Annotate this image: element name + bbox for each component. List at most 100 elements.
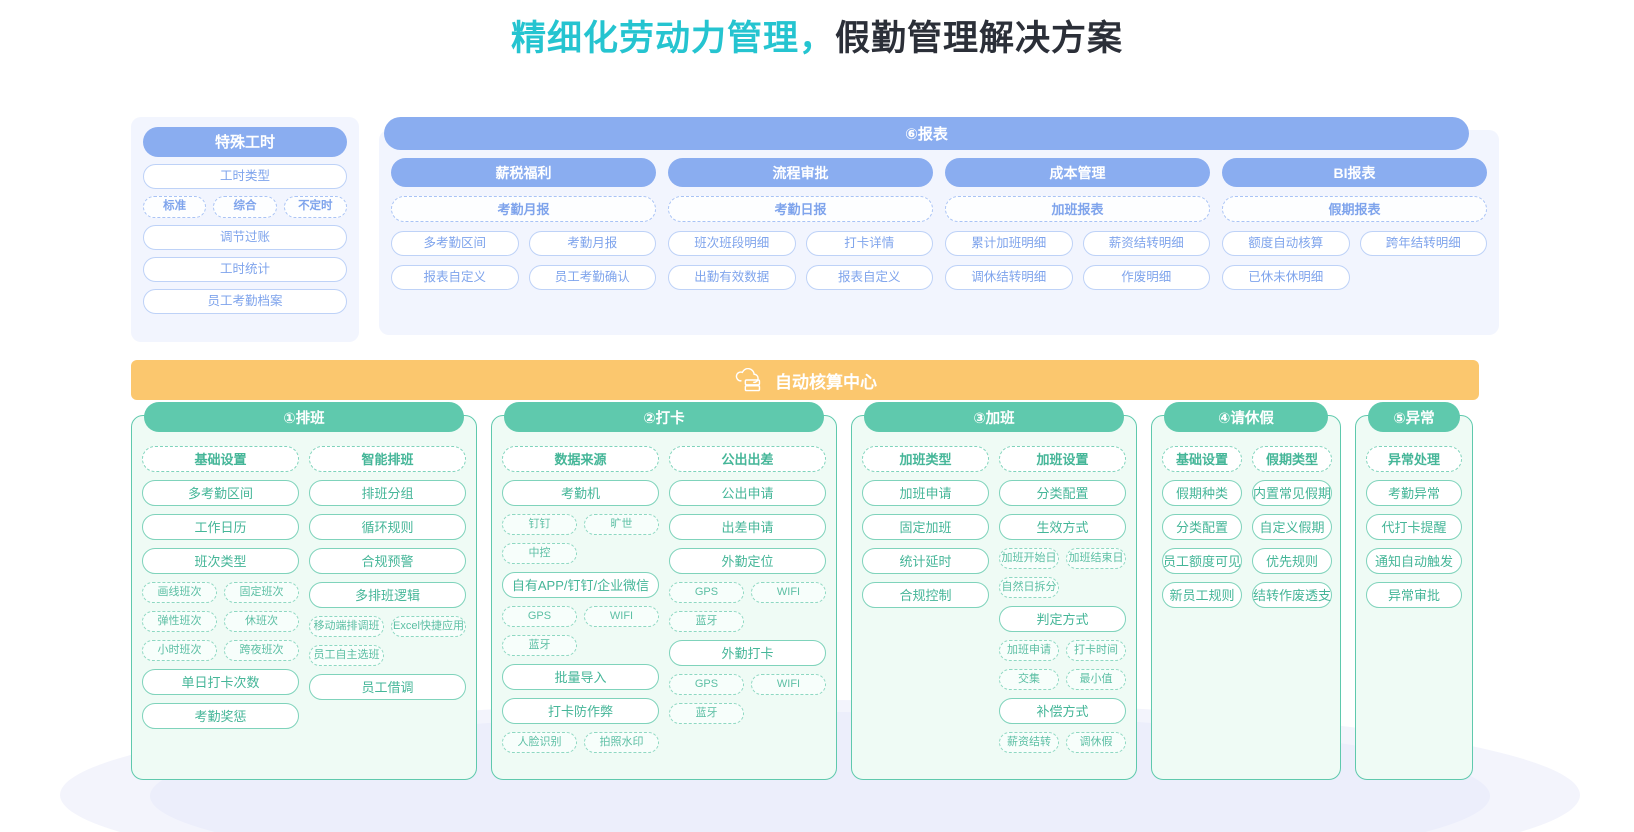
mini-item[interactable]: 薪资结转 <box>999 732 1059 753</box>
item[interactable]: 出差申请 <box>669 514 826 540</box>
item[interactable]: 单日打卡次数 <box>142 669 299 695</box>
item[interactable]: 多考勤区间 <box>142 480 299 506</box>
report-col-sub[interactable]: 加班报表 <box>945 196 1210 222</box>
report-col-head[interactable]: 流程审批 <box>668 158 933 187</box>
item[interactable]: 考勤机 <box>502 480 659 506</box>
group-title[interactable]: 数据来源 <box>502 446 659 472</box>
report-leaf[interactable]: 多考勤区间 <box>391 231 519 256</box>
mini-item[interactable]: 加班结束日 <box>1066 548 1126 569</box>
report-leaf[interactable]: 薪资结转明细 <box>1082 231 1210 256</box>
mini-item[interactable]: GPS <box>669 582 744 603</box>
item[interactable]: 加班申请 <box>862 480 989 506</box>
item[interactable]: 考勤奖惩 <box>142 703 299 729</box>
special-hours-item-worktype[interactable]: 工时类型 <box>143 164 347 189</box>
item[interactable]: 统计延时 <box>862 548 989 574</box>
report-leaf[interactable]: 额度自动核算 <box>1222 231 1350 256</box>
item[interactable]: 批量导入 <box>502 664 659 690</box>
group-title[interactable]: 基础设置 <box>1162 446 1243 472</box>
group-title[interactable]: 智能排班 <box>309 446 466 472</box>
mini-item[interactable]: 蓝牙 <box>669 703 744 724</box>
item[interactable]: 分类配置 <box>1162 514 1243 540</box>
item[interactable]: 补偿方式 <box>999 698 1126 724</box>
item[interactable]: 打卡防作弊 <box>502 698 659 724</box>
group-title[interactable]: 基础设置 <box>142 446 299 472</box>
item[interactable]: 异常审批 <box>1366 582 1462 608</box>
mini-item[interactable]: 弹性班次 <box>142 611 217 632</box>
group-title[interactable]: 加班设置 <box>999 446 1126 472</box>
report-leaf[interactable]: 累计加班明细 <box>945 231 1073 256</box>
special-hours-item-adjust[interactable]: 调节过账 <box>143 225 347 250</box>
mini-item[interactable]: WIFI <box>584 606 659 627</box>
mini-item[interactable]: 中控 <box>502 543 577 564</box>
report-col-head[interactable]: BI报表 <box>1222 158 1487 187</box>
mini-item[interactable]: 蓝牙 <box>669 611 744 632</box>
item[interactable]: 多排班逻辑 <box>309 582 466 608</box>
report-col-sub[interactable]: 考勤日报 <box>668 196 933 222</box>
report-leaf[interactable]: 已休未休明细 <box>1222 265 1350 290</box>
report-leaf[interactable]: 调休结转明细 <box>945 265 1073 290</box>
mini-item[interactable]: 自然日拆分 <box>999 577 1059 598</box>
mini-item[interactable]: GPS <box>502 606 577 627</box>
mini-item[interactable]: 画线班次 <box>142 582 217 603</box>
report-leaf[interactable]: 员工考勤确认 <box>528 265 656 290</box>
report-leaf[interactable]: 跨年结转明细 <box>1359 231 1487 256</box>
mini-item[interactable]: 人脸识别 <box>502 732 577 753</box>
option-comprehensive[interactable]: 综合 <box>213 196 277 218</box>
report-leaf[interactable]: 打卡详情 <box>805 231 933 256</box>
item[interactable]: 工作日历 <box>142 514 299 540</box>
item[interactable]: 生效方式 <box>999 514 1126 540</box>
item[interactable]: 排班分组 <box>309 480 466 506</box>
item[interactable]: 合规控制 <box>862 582 989 608</box>
report-leaf[interactable]: 报表自定义 <box>805 265 933 290</box>
mini-item[interactable]: 休班次 <box>224 611 299 632</box>
item[interactable]: 判定方式 <box>999 606 1126 632</box>
option-flexible[interactable]: 不定时 <box>283 196 347 218</box>
mini-item[interactable]: 拍照水印 <box>584 732 659 753</box>
item[interactable]: 公出申请 <box>669 480 826 506</box>
special-hours-item-stats[interactable]: 工时统计 <box>143 257 347 282</box>
mini-item[interactable]: 旷世 <box>584 514 659 535</box>
group-title[interactable]: 假期类型 <box>1252 446 1333 472</box>
report-leaf[interactable]: 出勤有效数据 <box>668 265 796 290</box>
mini-item[interactable]: 交集 <box>999 669 1059 690</box>
item[interactable]: 自定义假期 <box>1252 514 1333 540</box>
item[interactable]: 外勤定位 <box>669 548 826 574</box>
report-leaf[interactable]: 报表自定义 <box>391 265 519 290</box>
report-col-head[interactable]: 薪税福利 <box>391 158 656 187</box>
item[interactable]: 班次类型 <box>142 548 299 574</box>
item[interactable]: 假期种类 <box>1162 480 1243 506</box>
item[interactable]: 固定加班 <box>862 514 989 540</box>
mini-item[interactable]: 加班申请 <box>999 640 1059 661</box>
report-leaf[interactable]: 考勤月报 <box>528 231 656 256</box>
special-hours-item-archive[interactable]: 员工考勤档案 <box>143 289 347 314</box>
mini-item[interactable]: 固定班次 <box>224 582 299 603</box>
item[interactable]: 内置常见假期 <box>1252 480 1333 506</box>
mini-item[interactable]: 蓝牙 <box>502 635 577 656</box>
report-leaf[interactable]: 作废明细 <box>1082 265 1210 290</box>
mini-item[interactable]: 打卡时间 <box>1066 640 1126 661</box>
mini-item[interactable]: WIFI <box>751 674 826 695</box>
item[interactable]: 外勤打卡 <box>669 640 826 666</box>
mini-item[interactable]: Excel快捷应用 <box>391 616 466 637</box>
item[interactable]: 结转作废透支 <box>1252 582 1333 608</box>
mini-item[interactable]: 调休假 <box>1066 732 1126 753</box>
item[interactable]: 新员工规则 <box>1162 582 1243 608</box>
item[interactable]: 员工额度可见 <box>1162 548 1243 574</box>
item[interactable]: 员工借调 <box>309 674 466 700</box>
mini-item[interactable]: WIFI <box>751 582 826 603</box>
group-title[interactable]: 公出出差 <box>669 446 826 472</box>
item[interactable]: 自有APP/钉钉/企业微信 <box>502 572 659 598</box>
report-col-sub[interactable]: 假期报表 <box>1222 196 1487 222</box>
mini-item[interactable]: GPS <box>669 674 744 695</box>
report-col-head[interactable]: 成本管理 <box>945 158 1210 187</box>
item[interactable]: 代打卡提醒 <box>1366 514 1462 540</box>
mini-item[interactable]: 加班开始日 <box>999 548 1059 569</box>
group-title[interactable]: 异常处理 <box>1366 446 1462 472</box>
item[interactable]: 合规预警 <box>309 548 466 574</box>
item[interactable]: 通知自动触发 <box>1366 548 1462 574</box>
option-standard[interactable]: 标准 <box>143 196 207 218</box>
mini-item[interactable]: 移动端排调班 <box>309 616 384 637</box>
item[interactable]: 优先规则 <box>1252 548 1333 574</box>
item[interactable]: 考勤异常 <box>1366 480 1462 506</box>
report-leaf[interactable]: 班次班段明细 <box>668 231 796 256</box>
